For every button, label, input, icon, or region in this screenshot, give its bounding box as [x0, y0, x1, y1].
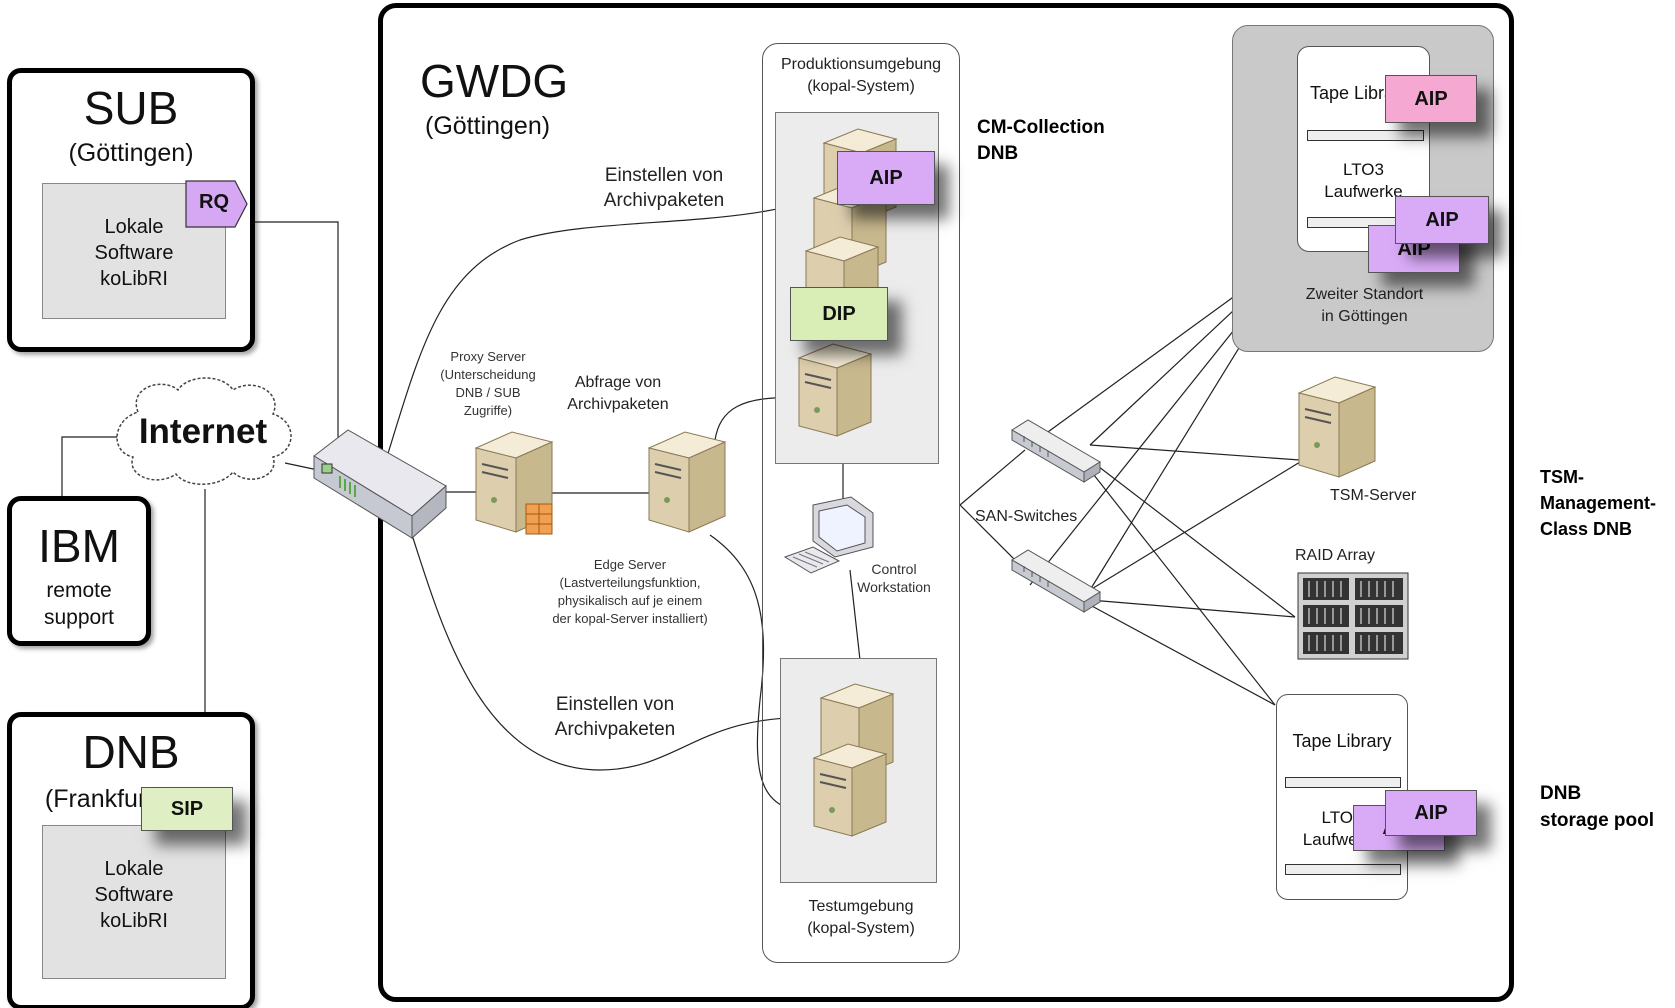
sub-location: (Göttingen) — [68, 139, 194, 167]
sub-link — [246, 221, 339, 448]
site2-aip-mid-label: AIP — [1425, 209, 1459, 231]
dnb-software-box: Lokale Software koLibRI — [42, 825, 226, 979]
dnb-drive-2 — [1285, 864, 1401, 875]
rq-tag-label: RQ — [199, 191, 229, 213]
site2-library-label: Tape Library — [1310, 83, 1410, 103]
flow-einstellen-top-label: Einstellen von Archivpaketen — [603, 165, 725, 211]
site2-aip-top-label: AIP — [1414, 88, 1448, 110]
edge-label: Edge Server (Lastverteilungsfunktion, ph… — [552, 557, 708, 626]
kopal-environment-frame — [762, 43, 960, 963]
gwdg-name: GWDG — [420, 55, 569, 107]
dnb-software-label: Lokale Software koLibRI — [94, 858, 174, 932]
dnb-drive-1 — [1285, 777, 1401, 788]
router-icon — [313, 429, 447, 540]
control-test-link — [849, 569, 861, 661]
fc-6 — [1089, 461, 1301, 591]
gwdg-location: (Göttingen) — [425, 112, 551, 140]
dnb-aip-front-label: AIP — [1414, 802, 1448, 824]
site2-aip-mid-tag: AIP — [1395, 196, 1489, 244]
production-dip-tag: DIP — [790, 287, 888, 341]
tsm-server-label: TSM-Server — [1330, 487, 1417, 504]
flow-edge-test — [709, 534, 823, 813]
raid-array-icon — [1297, 572, 1409, 660]
production-aip-tag: AIP — [837, 151, 935, 205]
sip-tag-label: SIP — [170, 798, 204, 820]
fc-2 — [1089, 444, 1301, 461]
internet-cloud — [116, 377, 292, 485]
internet-router-link — [284, 462, 319, 471]
production-title: Produktionsumgebung (kopal-System) — [780, 56, 942, 95]
ibm-link — [61, 436, 118, 496]
flow-einstellen-bottom-label: Einstellen von Archivpaketen — [554, 694, 676, 740]
ibm-subtitle: remote support — [43, 579, 115, 629]
san-switch-top-icon — [1011, 419, 1101, 483]
test-title: Testumgebung (kopal-System) — [807, 898, 915, 937]
san-link-a — [959, 449, 1026, 506]
internet-label: Internet — [138, 412, 268, 451]
sip-tag: SIP — [141, 787, 233, 831]
fc-8 — [1089, 604, 1276, 706]
flow-abfrage-label: Abfrage von Archivpaketen — [567, 374, 669, 413]
san-label: SAN-Switches — [975, 508, 1078, 525]
production-aip-label: AIP — [869, 167, 903, 189]
dnb-name: DNB — [82, 726, 180, 778]
flow-einstellen-top — [385, 189, 836, 461]
tsm-management-label: TSM- Management- Class DNB — [1540, 467, 1657, 539]
fc-4 — [1089, 469, 1276, 706]
san-switch-bottom-icon — [1011, 549, 1101, 613]
site2-location: Zweiter Standort in Göttingen — [1305, 286, 1424, 325]
dnb-library: Tape Library LTO3 Laufwerke — [1276, 694, 1408, 900]
control-workstation-icon — [783, 496, 874, 574]
control-label: Control Workstation — [857, 561, 931, 595]
tsm-server-icon — [1297, 376, 1377, 478]
flow-einstellen-bottom — [411, 534, 821, 771]
proxy-label: Proxy Server (Unterscheidung DNB / SUB Z… — [440, 349, 536, 418]
production-dip-label: DIP — [822, 303, 856, 325]
site2-drives-label: LTO3 Laufwerke — [1324, 160, 1403, 201]
fc-3 — [1089, 459, 1296, 618]
proxy-server-icon — [474, 431, 554, 535]
site2-drive-1 — [1307, 130, 1424, 141]
dnb-library-label: Tape Library — [1292, 731, 1392, 751]
ibm-name: IBM — [38, 520, 120, 572]
raid-label: RAID Array — [1295, 547, 1376, 564]
dnb-aip-front-tag: AIP — [1385, 790, 1477, 836]
site2-aip-top-tag: AIP — [1385, 75, 1477, 123]
fc-7 — [1089, 599, 1296, 618]
sub-software-label: Lokale Software koLibRI — [94, 216, 174, 290]
sub-name: SUB — [83, 82, 179, 134]
rq-tag — [185, 180, 248, 228]
test-servers — [812, 683, 895, 837]
edge-server-icon — [647, 431, 727, 533]
dnb-box: DNB (Frankfurt a.M.) Lokale Software koL… — [7, 712, 255, 1008]
ibm-box: IBM remote support — [7, 496, 151, 646]
cm-collection-label: CM-Collection DNB — [977, 117, 1105, 164]
storage-pool-label: DNB storage pool — [1540, 783, 1655, 831]
